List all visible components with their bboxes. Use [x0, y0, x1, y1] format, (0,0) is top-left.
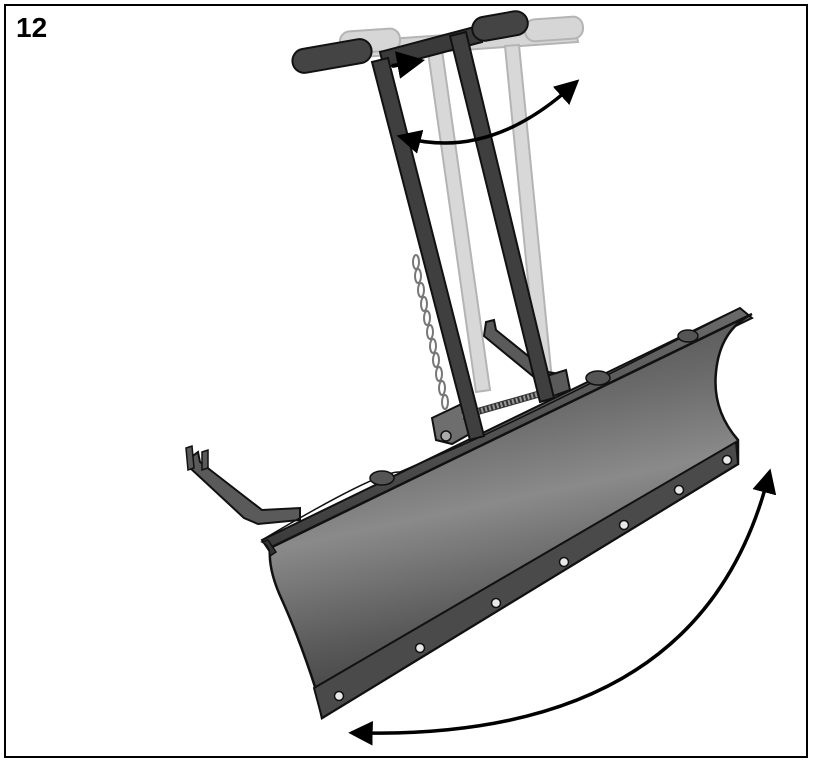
push-arrow-icon: [391, 51, 426, 79]
handle-swing-arrow-icon: [396, 79, 580, 154]
figure-number: 12: [16, 12, 48, 43]
plow-blade: [260, 312, 753, 720]
chain: [412, 254, 449, 410]
blade-swing-arrow-icon: [348, 468, 777, 746]
